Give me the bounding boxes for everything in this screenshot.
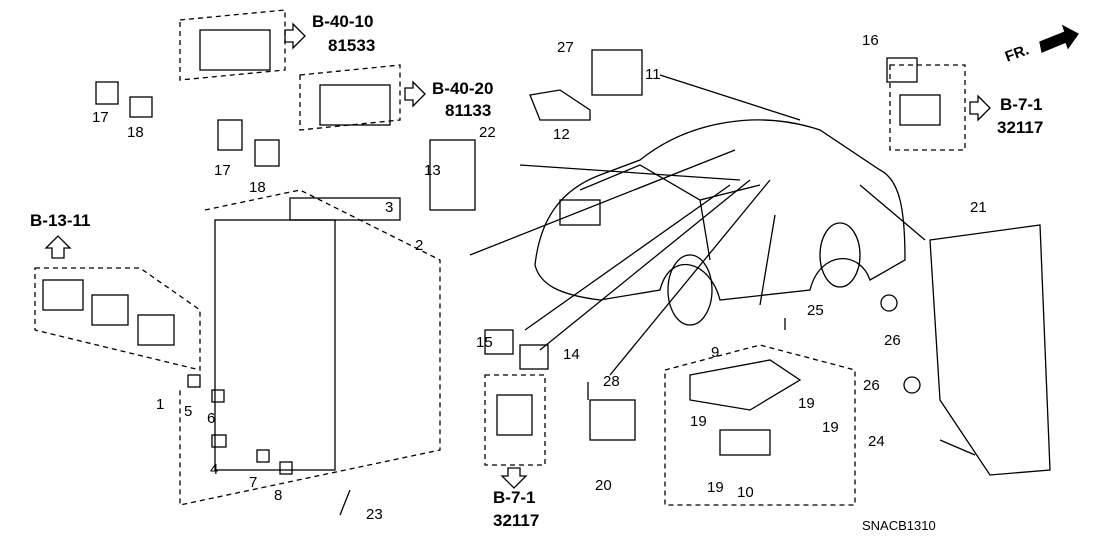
callout: 2: [415, 237, 424, 254]
callout: 5: [184, 403, 193, 420]
callout: 15: [476, 334, 493, 351]
reference-arrows: [44, 22, 1079, 489]
callout: 10: [737, 484, 754, 501]
callout: 17: [214, 162, 231, 179]
parts: [42, 29, 1051, 516]
callout: 8: [274, 487, 283, 504]
diagram-code: SNACB1310: [862, 518, 936, 533]
callout: 19: [822, 419, 839, 436]
leader-lines: [469, 74, 926, 376]
callout: 18: [249, 179, 266, 196]
callout: 18: [127, 124, 144, 141]
callout: 16: [862, 32, 879, 49]
part-number-label: 32117: [997, 118, 1044, 137]
callout: 11: [645, 66, 661, 83]
callout: 19: [690, 413, 707, 430]
callout: 27: [557, 39, 574, 56]
callout: 26: [884, 332, 901, 349]
callout: 23: [366, 506, 383, 523]
dashed-groups: [34, 9, 966, 506]
callout: 28: [603, 373, 620, 390]
callout: 9: [711, 344, 720, 361]
reference-label: B-13-11: [30, 211, 91, 230]
reference-label: B-7-1: [1000, 95, 1043, 114]
reference-label: B-40-10: [312, 12, 374, 31]
reference-label: B-7-1: [493, 488, 536, 507]
callout: 14: [563, 346, 580, 363]
part-number-label: 81533: [328, 36, 376, 55]
callout: 25: [807, 302, 824, 319]
callout: 1: [156, 396, 165, 413]
callout: 20: [595, 477, 612, 494]
callout: 22: [479, 124, 496, 141]
car-outline: [534, 119, 906, 326]
callout: 17: [92, 109, 109, 126]
callout: 21: [970, 199, 987, 216]
callout: 6: [207, 410, 216, 427]
callout: 13: [424, 162, 441, 179]
callout: 4: [210, 461, 219, 478]
callout: 19: [798, 395, 815, 412]
callout: 19: [707, 479, 724, 496]
part-number-label: 32117: [493, 511, 540, 530]
callout: 24: [868, 433, 885, 450]
callout: 3: [385, 199, 394, 216]
reference-label: B-40-20: [432, 79, 494, 98]
callout: 7: [249, 474, 258, 491]
callout: 26: [863, 377, 880, 394]
part-number-label: 81133: [445, 101, 492, 120]
callout: 12: [553, 126, 570, 143]
